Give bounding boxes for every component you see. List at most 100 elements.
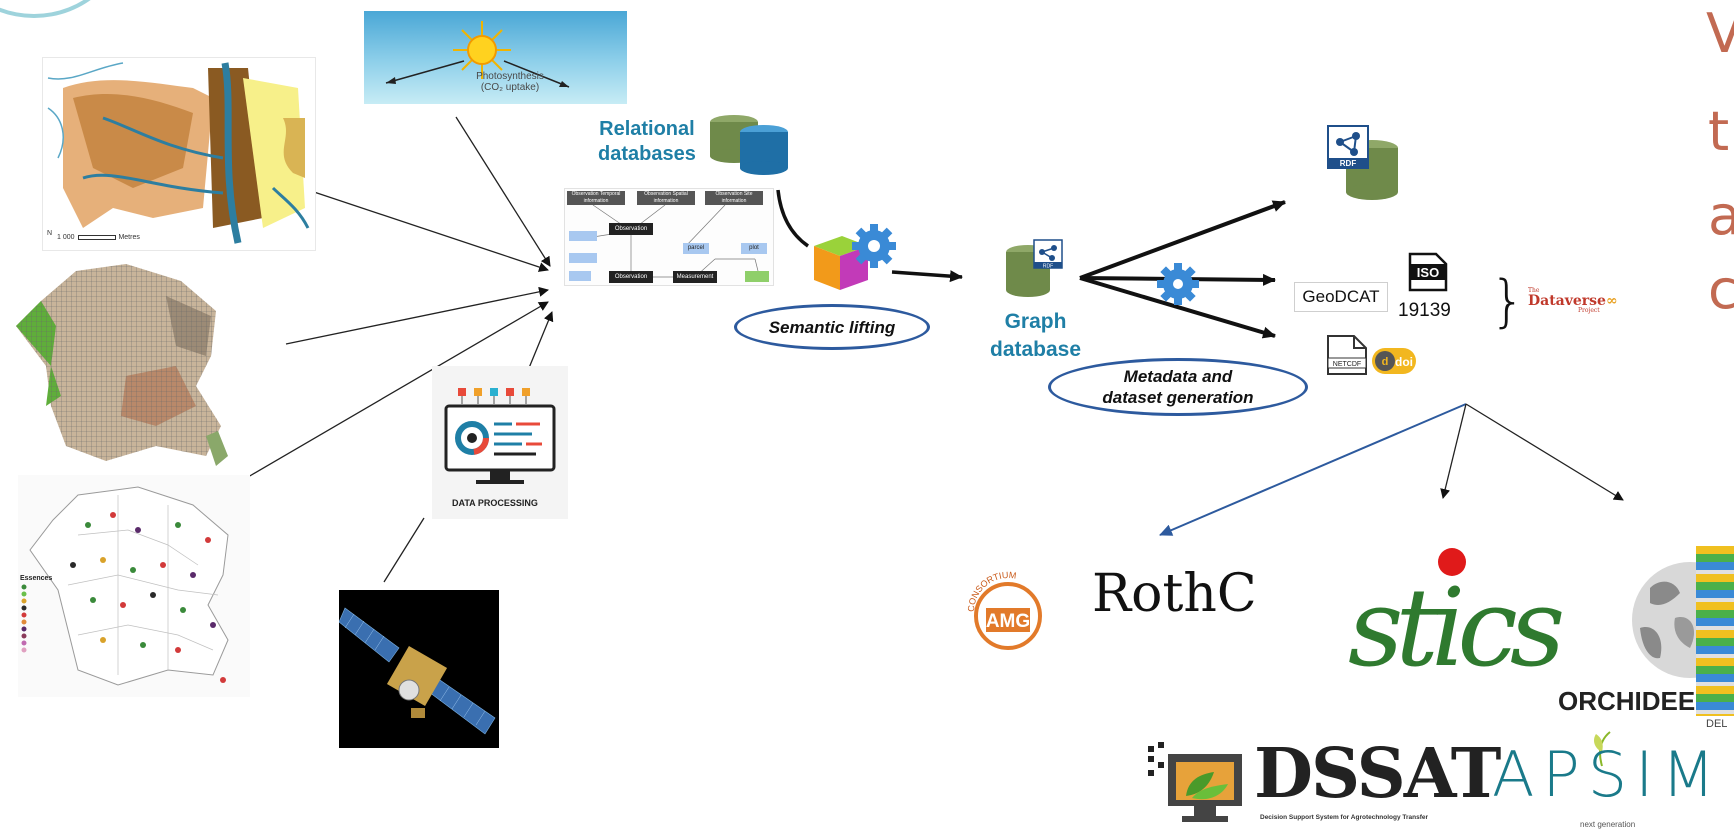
doi-icon: d doi xyxy=(1372,348,1416,374)
monitor-icon xyxy=(444,388,556,484)
schema-links xyxy=(592,204,761,280)
france-grid-drawing xyxy=(16,264,228,466)
side-text-2: t xyxy=(1708,100,1730,163)
orchidee-globe-icon xyxy=(1632,562,1708,678)
photosynthesis-image: Photosynthesis (CO₂ uptake) xyxy=(364,11,627,104)
schema-box-green xyxy=(745,271,769,282)
schema-header-spatial: Observation Spatial information xyxy=(637,191,695,205)
stics-name: stics xyxy=(1348,566,1565,691)
arrow-soil-map xyxy=(295,185,549,272)
iso-badge: ISO xyxy=(1417,265,1439,280)
relational-title-line2: databases xyxy=(598,143,696,165)
schema-header-temporal: Observation Temporal information xyxy=(567,191,625,205)
essences-legend-title: Essences xyxy=(20,575,53,582)
soil-map-north: N xyxy=(47,230,53,237)
schema-box-parcel: parcel xyxy=(683,243,709,254)
dataverse-mark-icon: ∞ xyxy=(1605,293,1618,309)
graph-database-title: Graph database xyxy=(990,308,1081,364)
schema-box-blue-2 xyxy=(569,253,597,263)
side-text-3: a xyxy=(1708,184,1734,247)
essences-map-image: Essences xyxy=(18,475,250,697)
essences-legend-swatches xyxy=(21,584,27,653)
arrow-to-orchidee xyxy=(1465,403,1624,501)
schema-box-observation-2: Observation xyxy=(609,271,653,283)
rdf-badge: RDF xyxy=(1340,159,1357,168)
geodcat-label: GeoDCAT xyxy=(1294,282,1388,312)
dssat-monitor-icon xyxy=(1148,742,1242,822)
dataverse-name: Dataverse xyxy=(1528,293,1606,309)
photosynthesis-caption-line1: Photosynthesis xyxy=(476,71,544,82)
graph-database-icon: RDF xyxy=(1006,239,1063,297)
graph-title-line1: Graph xyxy=(1004,310,1067,333)
metadata-oval-line1: Metadata and xyxy=(1123,367,1233,386)
gear-icon xyxy=(1157,263,1199,305)
apsim-logo: APSIM next generation xyxy=(1492,731,1715,832)
soil-map-drawing xyxy=(47,62,310,244)
data-processing-image: DATA PROCESSING xyxy=(432,366,568,519)
arrow-france-grid xyxy=(285,286,549,345)
dataverse-project: Project xyxy=(1578,307,1600,314)
metadata-oval-line2: dataset generation xyxy=(1102,388,1254,407)
soil-map-scale-value: 1 000 xyxy=(57,234,75,241)
dataverse-small: The xyxy=(1528,287,1540,294)
schema-box-observation-1: Observation xyxy=(609,223,653,235)
schema-box-blue-1 xyxy=(569,231,597,241)
amg-logo: CONSORTIUM AMG xyxy=(966,570,1042,650)
schema-header-site: Observation Site information xyxy=(705,191,763,205)
doi-label: doi xyxy=(1395,355,1413,369)
photosynthesis-caption: Photosynthesis (CO₂ uptake) xyxy=(460,71,560,93)
arrow-graph-netcdf xyxy=(1079,276,1276,339)
soil-map-image: N 1 000 Metres xyxy=(42,57,316,251)
schema-box-measurement: Measurement xyxy=(673,271,717,283)
arrow-to-amg-rothc xyxy=(1159,403,1467,536)
arrow-lifting-to-graph xyxy=(891,270,963,283)
stics-logo: stics xyxy=(1348,546,1565,706)
dssat-subtitle: Decision Support System for Agrotechnolo… xyxy=(1260,814,1429,821)
stics-mark xyxy=(1438,548,1466,576)
netcdf-label: NETCDF xyxy=(1333,361,1361,368)
semantic-lifting-oval: Semantic lifting xyxy=(734,304,930,350)
observation-dots xyxy=(70,512,226,683)
essences-map-drawing xyxy=(21,486,229,686)
schema-box-plot: plot xyxy=(741,243,767,254)
satellite-image xyxy=(339,590,499,748)
schema-box-blue-3 xyxy=(569,271,591,281)
doi-letter: d xyxy=(1382,356,1389,368)
gear-icon xyxy=(852,224,896,268)
relational-title-line1: Relational xyxy=(599,118,695,140)
sun-icon xyxy=(385,21,570,88)
rdf-database-icon: RDF xyxy=(1327,125,1398,200)
orchidee-name: ORCHIDEE xyxy=(1558,686,1696,716)
arrow-graph-rdf xyxy=(1079,200,1286,280)
outputs-brace: } xyxy=(1490,269,1526,334)
apsim-subtitle: next generation xyxy=(1580,820,1636,829)
orchidee-sub: DEL xyxy=(1706,718,1728,730)
iso-document-icon: ISO xyxy=(1408,252,1448,292)
side-text-4: c xyxy=(1708,258,1734,321)
semantic-lifting-icon xyxy=(814,224,896,290)
line-satellite xyxy=(383,517,425,583)
orchidee-color-bars xyxy=(1696,546,1734,716)
dssat-name: DSSAT xyxy=(1254,734,1501,814)
arrow-to-stics xyxy=(1440,403,1467,499)
dssat-logo: DSSAT Decision Support System for Agrote… xyxy=(1144,734,1501,826)
arrow-essences-map xyxy=(247,301,549,478)
soil-map-scale: 1 000 Metres xyxy=(57,234,140,241)
france-grid-map-image xyxy=(6,256,234,471)
arrow-photosynthesis xyxy=(455,116,551,267)
scale-bar xyxy=(78,234,117,240)
relational-databases-title: Relational databases xyxy=(598,117,696,167)
dataverse-logo: The Dataverse∞ Project xyxy=(1528,288,1618,314)
iso-number: 19139 xyxy=(1398,300,1451,321)
photosynthesis-caption-line2: (CO₂ uptake) xyxy=(480,82,540,93)
graph-rdf-badge: RDF xyxy=(1043,264,1053,270)
rothc-logo: RothC xyxy=(1092,564,1257,624)
soil-map-units: Metres xyxy=(118,234,140,241)
status-lights xyxy=(458,388,530,404)
side-text-1: V xyxy=(1706,2,1734,65)
data-processing-label: DATA PROCESSING xyxy=(452,498,538,508)
satellite-icon xyxy=(339,607,496,735)
relational-database-icon xyxy=(710,115,788,175)
